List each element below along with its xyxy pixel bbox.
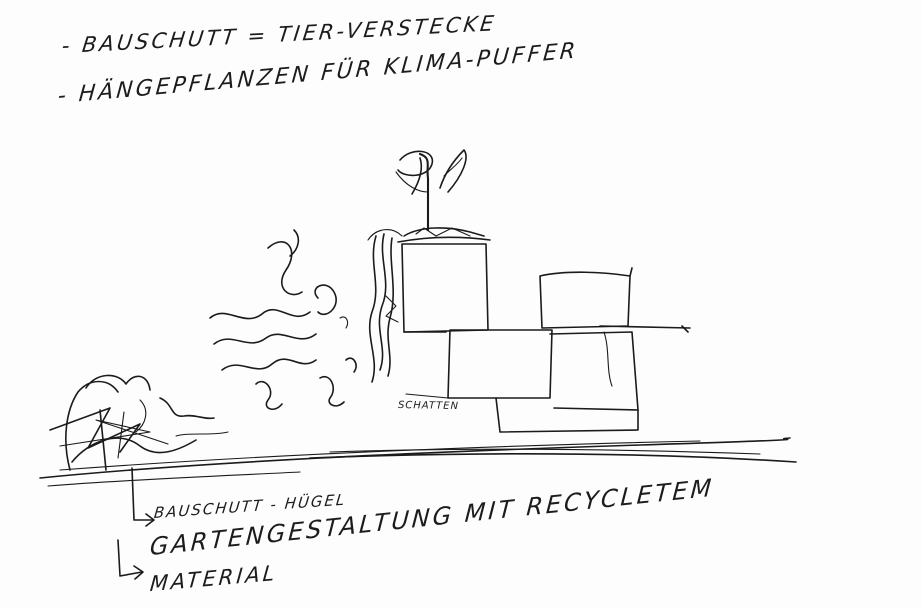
climate-swirls bbox=[210, 230, 356, 409]
rooftop-plant bbox=[396, 150, 466, 230]
rubble-mound-sketch bbox=[50, 375, 228, 470]
hanging-plants bbox=[368, 230, 402, 382]
central-tower-block bbox=[398, 228, 490, 332]
annotation-arrows bbox=[118, 468, 154, 579]
shadow-label: SCHATTEN bbox=[398, 400, 459, 412]
